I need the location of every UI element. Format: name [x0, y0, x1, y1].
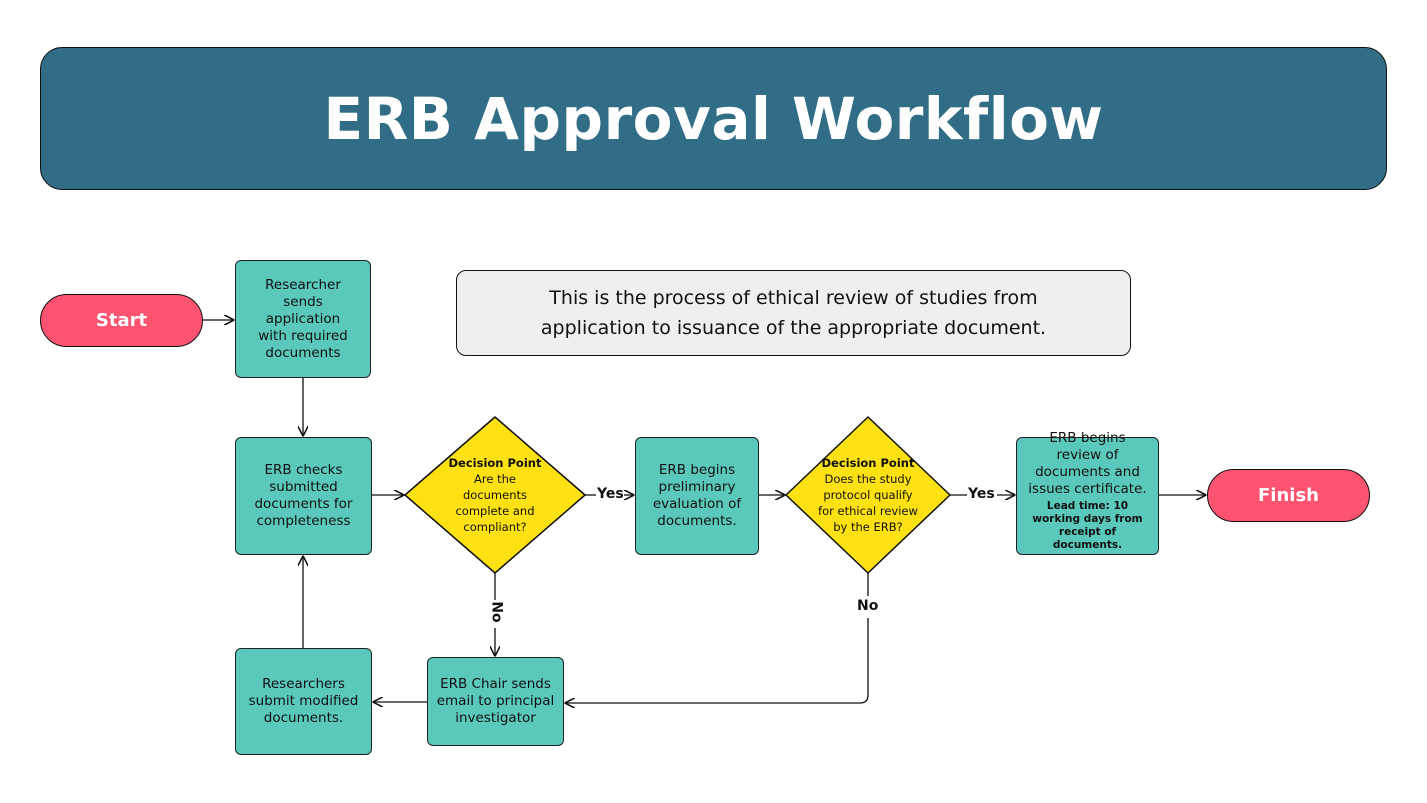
- step-submit-text: Researcher sends application with requir…: [258, 276, 348, 361]
- arrow-no2: [566, 618, 869, 703]
- finish-label: Finish: [1258, 485, 1319, 506]
- step-preliminary-text: ERB begins preliminary evaluation of doc…: [652, 462, 742, 529]
- step-chair-email: ERB Chair sends email to principal inves…: [427, 657, 564, 746]
- decision-2-heading: Decision Point: [821, 456, 915, 470]
- yes-label-2: Yes: [968, 486, 995, 502]
- step-check-text: ERB checks submitted documents for compl…: [254, 462, 353, 529]
- decision-2-question: Does the study protocol qualify for ethi…: [818, 472, 918, 534]
- step-chair-email-text: ERB Chair sends email to principal inves…: [436, 676, 555, 726]
- step-review: ERB begins review of documents and issue…: [1016, 430, 1159, 555]
- page-title: ERB Approval Workflow: [323, 84, 1104, 153]
- step-check: ERB checks submitted documents for compl…: [235, 437, 372, 555]
- start-label: Start: [95, 310, 148, 331]
- decision-1-question: Are the documents complete and compliant…: [455, 472, 535, 534]
- step-submit: Researcher sends application with requir…: [235, 260, 371, 378]
- step-preliminary: ERB begins preliminary evaluation of doc…: [635, 437, 759, 555]
- decision-2-text: Decision Point Does the study protocol q…: [808, 452, 928, 538]
- description-text: This is the process of ethical review of…: [540, 287, 1047, 339]
- decision-1-text: Decision Point Are the documents complet…: [435, 452, 555, 538]
- decision-diamond-2: [785, 416, 951, 574]
- step-resubmit: Researchers submit modified documents.: [235, 648, 372, 755]
- step-review-text: ERB begins review of documents and issue…: [1028, 430, 1147, 497]
- yes-label-1: Yes: [597, 486, 624, 502]
- no-label-2: No: [857, 598, 879, 614]
- finish-terminal: Finish: [1207, 469, 1370, 522]
- start-terminal: Start: [40, 294, 203, 347]
- lead-time-text: Lead time: 10 working days from receipt …: [1032, 500, 1143, 551]
- description-box: This is the process of ethical review of…: [456, 270, 1131, 356]
- decision-diamond-1: [404, 416, 586, 574]
- decision-1-heading: Decision Point: [448, 456, 542, 470]
- title-banner: ERB Approval Workflow: [40, 47, 1387, 190]
- step-resubmit-text: Researchers submit modified documents.: [248, 676, 359, 726]
- no-label-1: No: [488, 601, 505, 623]
